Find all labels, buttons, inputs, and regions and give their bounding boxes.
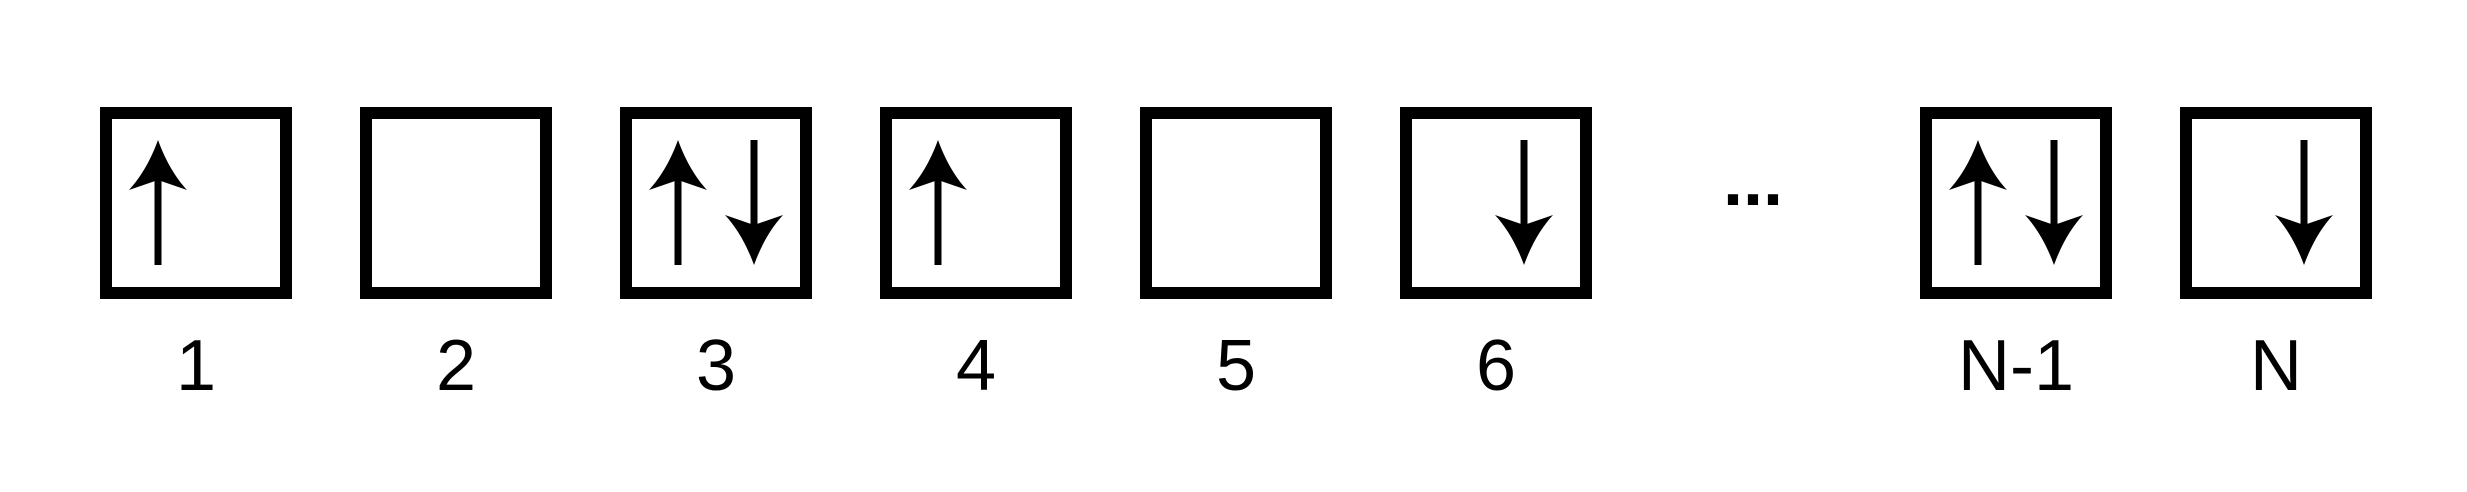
orbital-cell: N [2180, 107, 2372, 406]
cell-label: N-1 [1958, 326, 2074, 406]
up-arrow-icon [1949, 140, 2007, 265]
orbital-box [880, 107, 1072, 299]
down-arrow-icon [2025, 140, 2083, 265]
orbital-cell: 6 [1400, 107, 1592, 406]
cell-label: 6 [1476, 326, 1516, 406]
orbital-box [100, 107, 292, 299]
up-arrow-icon [129, 140, 187, 265]
orbital-box [360, 107, 552, 299]
orbital-box [1920, 107, 2112, 299]
cell-label: 2 [436, 326, 476, 406]
down-arrow-icon [725, 140, 783, 265]
orbital-cell: 3 [620, 107, 812, 406]
cell-label: 1 [176, 326, 216, 406]
orbital-cell: 4 [880, 107, 1072, 406]
cell-label: 3 [696, 326, 736, 406]
down-arrow-icon [2275, 140, 2333, 265]
orbital-box [620, 107, 812, 299]
orbital-box [1400, 107, 1592, 299]
orbital-cell: N-1 [1920, 107, 2112, 406]
up-arrow-icon [909, 140, 967, 265]
cell-label: 4 [956, 326, 996, 406]
ellipsis: ... [1723, 141, 1783, 221]
down-arrow-icon [1495, 140, 1553, 265]
orbital-cell: 2 [360, 107, 552, 406]
orbital-box [2180, 107, 2372, 299]
up-arrow-icon [649, 140, 707, 265]
cell-label: N [2250, 326, 2302, 406]
cell-label: 5 [1216, 326, 1256, 406]
orbital-box [1140, 107, 1332, 299]
orbital-cell: 5 [1140, 107, 1332, 406]
orbital-cell: 1 [100, 107, 292, 406]
